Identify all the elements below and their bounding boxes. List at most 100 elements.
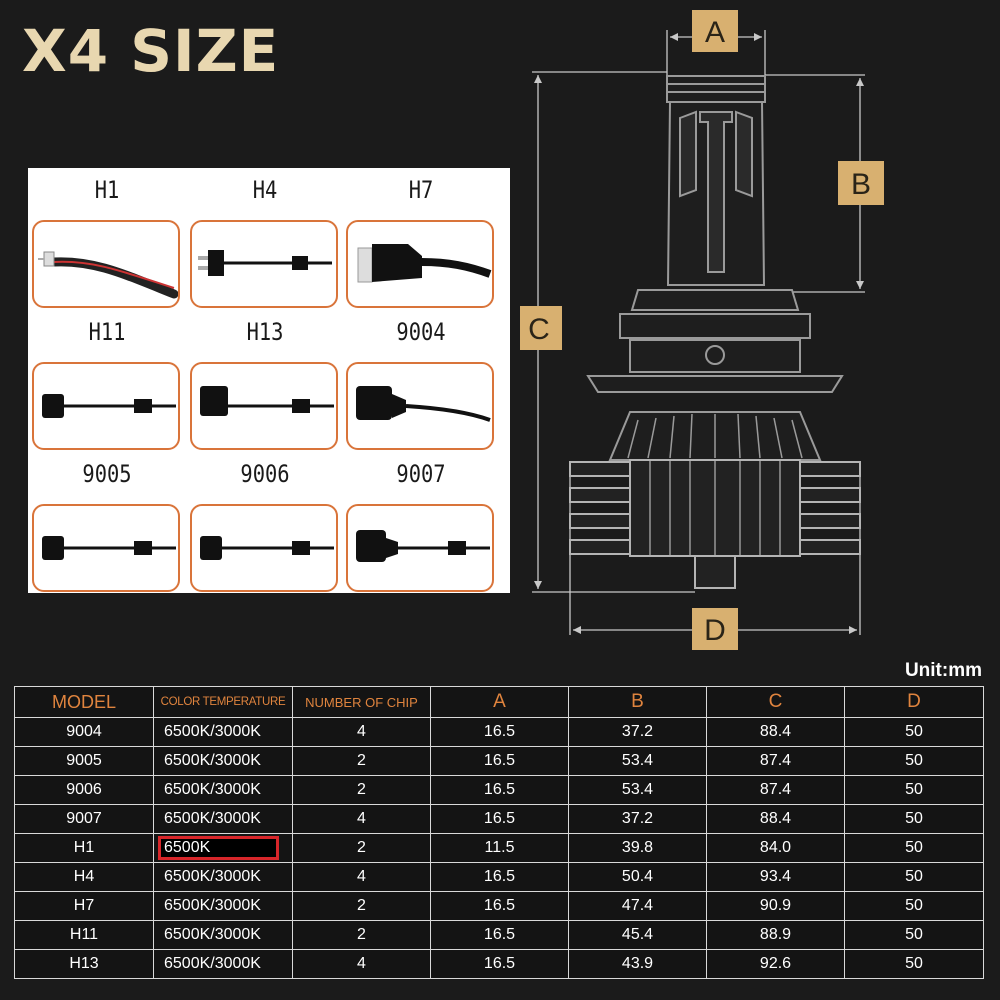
table-row: 9004 6500K/3000K 4 16.5 37.2 88.4 50 — [14, 717, 984, 747]
chip-count-cell: 2 — [292, 746, 431, 776]
chip-count-cell: 2 — [292, 833, 431, 863]
dim-c-cell: 87.4 — [706, 746, 845, 776]
dim-c-cell: 92.6 — [706, 949, 845, 979]
dim-a-cell: 16.5 — [430, 891, 569, 921]
table-row: H4 6500K/3000K 4 16.5 50.4 93.4 50 — [14, 862, 984, 892]
dim-b-cell: 50.4 — [568, 862, 707, 892]
connector-label: H7 — [408, 176, 434, 204]
column-header-number-of-chip: NUMBER OF CHIP — [292, 686, 431, 718]
dim-b-cell: 37.2 — [568, 804, 707, 834]
dim-d-cell: 50 — [844, 862, 984, 892]
dim-a-cell: 16.5 — [430, 949, 569, 979]
dim-b-cell: 53.4 — [568, 746, 707, 776]
chip-count-cell: 2 — [292, 775, 431, 805]
color-temperature-cell: 6500K/3000K — [153, 804, 293, 834]
color-temperature-cell: 6500K/3000K — [153, 746, 293, 776]
dim-d-cell: 50 — [844, 891, 984, 921]
dim-a-cell: 11.5 — [430, 833, 569, 863]
dim-d-cell: 50 — [844, 717, 984, 747]
color-temperature-cell: 6500K/3000K — [153, 920, 293, 950]
bulb-dimension-diagram: A B C D — [520, 10, 884, 650]
dim-a-cell: 16.5 — [430, 804, 569, 834]
color-temperature-cell: 6500K — [153, 833, 293, 863]
connector-label: H13 — [246, 318, 284, 346]
chip-count-cell: 4 — [292, 949, 431, 979]
page-title: X4 SIZE — [22, 17, 280, 85]
connector-h13-image — [190, 362, 338, 450]
unit-label: Unit:mm — [904, 660, 982, 681]
connector-9006-image — [190, 504, 338, 592]
model-cell: H11 — [14, 920, 154, 950]
column-header-c: C — [706, 686, 845, 718]
dim-c-cell: 93.4 — [706, 862, 845, 892]
highlighted-color-temperature: 6500K — [158, 836, 279, 860]
dim-c-cell: 88.4 — [706, 804, 845, 834]
column-header-d: D — [844, 686, 984, 718]
dim-d-cell: 50 — [844, 920, 984, 950]
dimension-label-c: C — [528, 313, 550, 346]
dim-c-cell: 84.0 — [706, 833, 845, 863]
table-row: H11 6500K/3000K 2 16.5 45.4 88.9 50 — [14, 920, 984, 950]
dim-c-cell: 88.4 — [706, 717, 845, 747]
dim-a-cell: 16.5 — [430, 717, 569, 747]
model-cell: H7 — [14, 891, 154, 921]
color-temperature-cell: 6500K/3000K — [153, 862, 293, 892]
dim-a-cell: 16.5 — [430, 746, 569, 776]
color-temperature-cell: 6500K/3000K — [153, 949, 293, 979]
color-temperature-cell: 6500K/3000K — [153, 891, 293, 921]
connector-h1-image — [32, 220, 180, 308]
model-cell: H13 — [14, 949, 154, 979]
table-row: 9005 6500K/3000K 2 16.5 53.4 87.4 50 — [14, 746, 984, 776]
dim-d-cell: 50 — [844, 833, 984, 863]
connector-label: 9007 — [396, 460, 446, 488]
dimension-label-d: D — [704, 614, 726, 647]
dim-d-cell: 50 — [844, 804, 984, 834]
dim-a-cell: 16.5 — [430, 920, 569, 950]
dimension-label-b: B — [851, 168, 871, 201]
connector-h7-image — [346, 220, 494, 308]
connector-h4-image — [190, 220, 338, 308]
dim-b-cell: 39.8 — [568, 833, 707, 863]
dim-d-cell: 50 — [844, 949, 984, 979]
dim-c-cell: 87.4 — [706, 775, 845, 805]
model-cell: H1 — [14, 833, 154, 863]
chip-count-cell: 4 — [292, 804, 431, 834]
column-header-model: MODEL — [14, 686, 154, 718]
connector-9005-image — [32, 504, 180, 592]
connector-h11-image — [32, 362, 180, 450]
dim-c-cell: 90.9 — [706, 891, 845, 921]
dimension-label-a: A — [705, 16, 725, 49]
connector-9007-image — [346, 504, 494, 592]
chip-count-cell: 4 — [292, 862, 431, 892]
connector-label: 9005 — [82, 460, 132, 488]
table-row: H13 6500K/3000K 4 16.5 43.9 92.6 50 — [14, 949, 984, 979]
table-header-row: MODEL COLOR TEMPERATURE NUMBER OF CHIP A… — [14, 686, 984, 718]
dim-b-cell: 47.4 — [568, 891, 707, 921]
color-temperature-cell: 6500K/3000K — [153, 775, 293, 805]
color-temperature-cell: 6500K/3000K — [153, 717, 293, 747]
column-header-a: A — [430, 686, 569, 718]
chip-count-cell: 2 — [292, 891, 431, 921]
connector-label: H4 — [252, 176, 278, 204]
dim-a-cell: 16.5 — [430, 862, 569, 892]
dim-a-cell: 16.5 — [430, 775, 569, 805]
connector-9004-image — [346, 362, 494, 450]
dim-b-cell: 45.4 — [568, 920, 707, 950]
connector-types-panel: H1 H4 H7 — [28, 168, 510, 593]
dim-b-cell: 43.9 — [568, 949, 707, 979]
dim-d-cell: 50 — [844, 775, 984, 805]
chip-count-cell: 4 — [292, 717, 431, 747]
connector-label: H11 — [88, 318, 126, 346]
column-header-color-temperature: COLOR TEMPERATURE — [153, 686, 293, 718]
spec-table: MODEL COLOR TEMPERATURE NUMBER OF CHIP A… — [14, 686, 984, 979]
dim-b-cell: 37.2 — [568, 717, 707, 747]
table-row: 9007 6500K/3000K 4 16.5 37.2 88.4 50 — [14, 804, 984, 834]
connector-label: 9004 — [396, 318, 446, 346]
model-cell: 9007 — [14, 804, 154, 834]
connector-label: H1 — [94, 176, 120, 204]
dim-c-cell: 88.9 — [706, 920, 845, 950]
table-row: H1 6500K 2 11.5 39.8 84.0 50 — [14, 833, 984, 863]
model-cell: 9006 — [14, 775, 154, 805]
model-cell: 9004 — [14, 717, 154, 747]
model-cell: H4 — [14, 862, 154, 892]
